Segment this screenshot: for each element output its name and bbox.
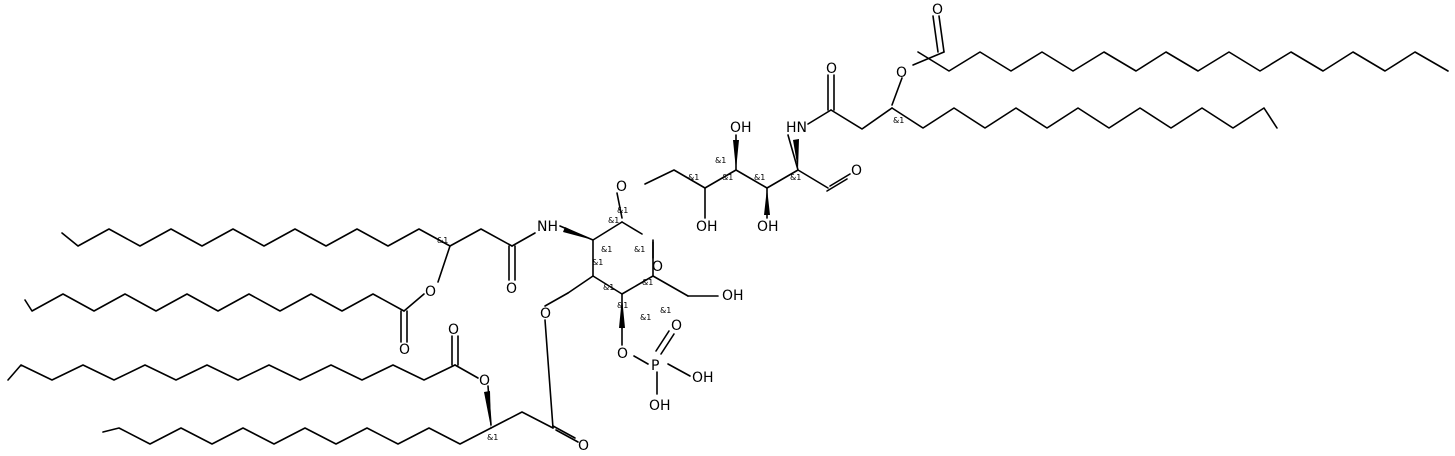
atom-oh-top-3: OH [757,219,779,235]
atom-o-amide-left: O [506,281,517,297]
wedge-nh-top [793,139,799,170]
atom-o-aldehyde: O [851,163,862,179]
stereo-tag: &1 [617,301,628,310]
stereo-tag: &1 [592,258,603,267]
atom-o-bottom-ketone: O [578,438,589,454]
atom-o-ester-bottom-link: O [479,373,490,389]
stereo-tag: &1 [608,216,619,225]
glycoside-bond [616,192,623,219]
stereo-tag: &1 [722,173,733,182]
top-ester-carbonyl [938,15,945,53]
stereo-tag: &1 [754,173,765,182]
stereo-tag: &1 [660,306,671,315]
top-beta-chain [830,107,893,130]
atom-o-c3: O [540,306,551,322]
wedge-bottom [484,391,491,428]
open-sugar-chain [644,169,799,189]
stereo-tag: &1 [715,156,726,165]
atom-oh-phos-2: OH [649,398,671,414]
atom-o-amide-top: O [826,61,837,77]
atom-o-ester-top-link: O [896,65,907,81]
atom-nh-top: HN [786,120,807,136]
left-alkyl-chain [61,228,451,247]
aldehyde-double-bond [829,173,851,187]
stereo-tag: &1 [601,245,612,254]
stereo-tag: &1 [603,283,614,292]
wedge-oh-top [733,140,739,170]
atom-o-phosphate-link: O [617,346,628,362]
bottom-alkyl-chain [102,427,492,445]
atom-p: P [651,358,659,374]
bottom-ketone-double [552,425,576,439]
top-ester-chain [917,51,1449,72]
atom-o-ester-top: O [932,2,943,18]
atom-o-ester-left-carbonyl: O [399,342,410,358]
top-alkyl-chain [891,107,1278,129]
phosphoryl-double [660,333,675,355]
stereo-tag: &1 [640,313,651,322]
stereo-tag: &1 [437,236,448,245]
stereo-tag: &1 [642,278,653,287]
atom-o-phosphoryl: O [671,318,682,334]
wedge-oh-lower [764,188,770,215]
stereo-tag: &1 [487,433,498,442]
atom-o-ester-left-link: O [425,284,436,300]
left-ester-chain [24,293,405,312]
top-ester-link [912,51,945,66]
atom-nh-left: NH [537,219,558,235]
pyranose-ring [592,221,654,295]
stereo-tag: &1 [688,173,699,182]
stereo-tag: &1 [634,245,645,254]
stereo-tag: &1 [790,173,801,182]
stereo-wedges [484,139,799,428]
atom-oh-phos-1: OH [692,370,714,386]
atom-o-ring: O [652,259,663,275]
atom-oh-top-1: OH [730,120,752,136]
stereo-tag: &1 [617,206,628,215]
atom-o-ester-bottom-carbonyl: O [448,322,459,338]
wedge-nh-left [563,227,593,240]
atom-oh-top-2: OH [696,219,718,235]
wedge-phosphate [619,297,625,328]
stereo-tag: &1 [893,116,904,125]
atom-o-glycoside: O [616,179,627,195]
atom-labels: O O O HN OH O O OH OH NH O O OH O O O O … [399,2,943,454]
bottom-ester-chain [7,364,456,381]
atom-oh-ch2: OH [722,288,744,304]
stereo-descriptors: &1 &1 &1 &1 &1 &1 &1 &1 &1 &1 &1 &1 &1 &… [437,116,904,442]
bond-lines [7,15,1449,445]
